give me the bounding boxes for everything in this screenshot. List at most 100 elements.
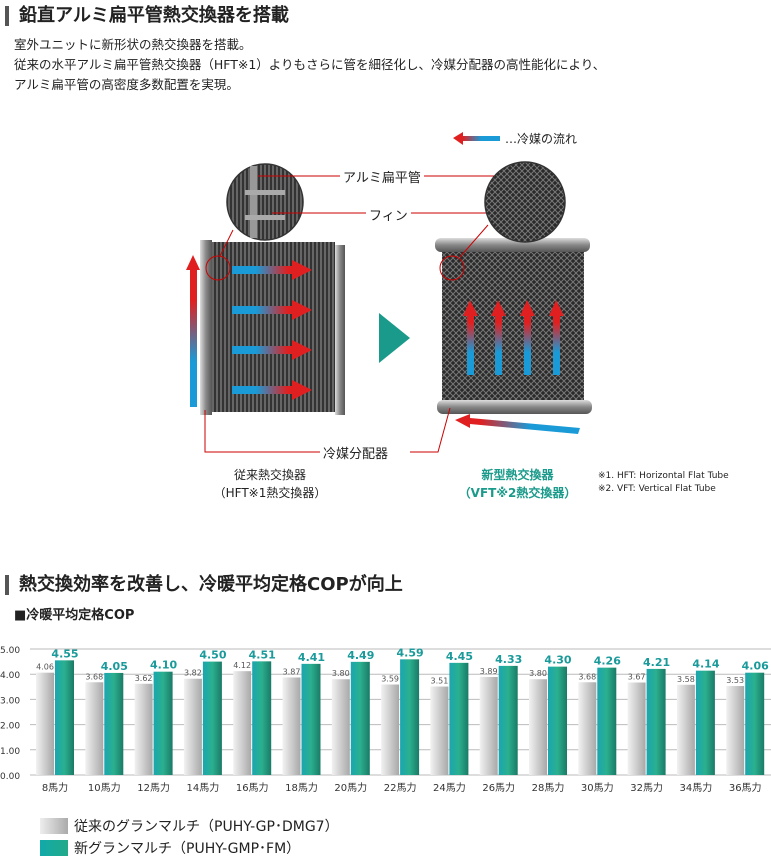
x-tick-label: 8馬力 xyxy=(42,781,68,794)
value-label-new: 4.59 xyxy=(397,646,424,659)
legend-swatch-old xyxy=(40,818,68,834)
bar-old xyxy=(430,686,449,775)
value-label-old: 3.80 xyxy=(529,669,547,678)
bar-new xyxy=(548,666,567,775)
bar-old xyxy=(578,682,597,775)
x-tick-label: 20馬力 xyxy=(334,781,367,794)
bar-old xyxy=(726,686,745,775)
bar-old xyxy=(183,678,202,775)
value-label-new: 4.05 xyxy=(101,660,128,673)
intro-line-3: アルミ扁平管の高密度多数配置を実現。 xyxy=(14,77,239,92)
bar-old xyxy=(331,679,350,775)
value-label-new: 4.41 xyxy=(298,651,325,664)
value-label-new: 4.55 xyxy=(51,647,78,660)
bar-old xyxy=(282,677,301,775)
new-heat-exchanger xyxy=(435,238,592,434)
y-tick-label: 2.00 xyxy=(0,722,20,732)
footnote-hft: ※1. HFT: Horizontal Flat Tube xyxy=(598,471,729,481)
value-label-new: 4.30 xyxy=(544,654,571,667)
value-label-old: 3.68 xyxy=(578,672,596,681)
value-label-old: 3.87 xyxy=(283,667,301,676)
bar-new xyxy=(449,662,469,775)
transition-arrow-icon xyxy=(379,313,410,363)
bar-new xyxy=(646,668,666,775)
value-label-old: 3.59 xyxy=(381,675,399,684)
value-label-old: 3.58 xyxy=(677,675,695,684)
value-label-old: 3.62 xyxy=(135,674,153,683)
value-label-old: 4.06 xyxy=(36,663,54,672)
x-tick-label: 26馬力 xyxy=(482,781,515,794)
value-label-new: 4.26 xyxy=(594,655,621,668)
label-aluminum-flat-tube: アルミ扁平管 xyxy=(340,167,424,186)
value-label-new: 4.51 xyxy=(249,648,276,661)
section-title-cop: 熱交換効率を改善し、冷暖平均定格COPが向上 xyxy=(5,575,403,595)
legend-new: 新グランマルチ（PUHY-GMP･FM） xyxy=(40,838,300,858)
x-tick-label: 32馬力 xyxy=(630,781,663,794)
bar-new xyxy=(301,663,321,775)
bar-new xyxy=(104,672,124,775)
new-exchanger-caption: 新型熱交換器（VFT※2熱交換器） xyxy=(458,468,577,500)
old-heat-exchanger xyxy=(186,240,345,415)
y-tick-label: 1.00 xyxy=(0,747,20,757)
bar-old xyxy=(529,679,547,775)
value-label-new: 4.50 xyxy=(199,649,226,662)
bar-old xyxy=(85,682,104,775)
bar-old xyxy=(36,672,54,775)
legend-old: 従来のグランマルチ（PUHY-GP･DMG7） xyxy=(40,816,339,836)
legend-swatch-new xyxy=(40,840,68,856)
value-label-old: 3.80 xyxy=(332,669,350,678)
heat-exchanger-diagram xyxy=(186,132,592,453)
x-tick-label: 22馬力 xyxy=(384,781,417,794)
bar-new xyxy=(400,659,420,775)
y-tick-label: 3.00 xyxy=(0,696,20,706)
x-tick-label: 16馬力 xyxy=(236,781,269,794)
bar-old xyxy=(479,676,498,775)
value-label-new: 4.21 xyxy=(643,656,670,669)
label-refrigerant-distributor: 冷媒分配器 xyxy=(320,443,392,462)
x-tick-label: 24馬力 xyxy=(433,781,466,794)
x-tick-label: 36馬力 xyxy=(729,781,762,794)
value-label-new: 4.10 xyxy=(150,659,177,672)
tube-zoom-circle xyxy=(226,163,304,241)
bar-new xyxy=(202,661,222,775)
x-tick-label: 10馬力 xyxy=(88,781,121,794)
x-tick-label: 12馬力 xyxy=(137,781,170,794)
bar-new xyxy=(597,667,617,775)
footnote-vft: ※2. VFT: Vertical Flat Tube xyxy=(598,484,716,494)
value-label-old: 3.89 xyxy=(480,667,498,676)
bar-new xyxy=(745,672,765,775)
bar-new xyxy=(153,671,173,775)
label-fin: フィン xyxy=(366,205,411,224)
value-label-new: 4.45 xyxy=(446,650,473,663)
cop-bar-chart: 5.004.003.002.001.000.004.064.558馬力3.684… xyxy=(0,646,771,794)
value-label-old: 3.68 xyxy=(85,672,103,681)
y-tick-label: 0.00 xyxy=(0,772,20,782)
value-label-old: 3.51 xyxy=(430,677,448,686)
value-label-new: 4.49 xyxy=(347,649,374,662)
x-tick-label: 34馬力 xyxy=(680,781,713,794)
section-title-heat-exchanger: 鉛直アルミ扁平管熱交換器を搭載 xyxy=(5,6,289,26)
chart-title: ■冷暖平均定格COP xyxy=(14,608,135,623)
bar-old xyxy=(627,682,646,775)
x-tick-label: 14馬力 xyxy=(187,781,220,794)
old-exchanger-caption: 従来熱交換器（HFT※1熱交換器） xyxy=(213,468,327,500)
value-label-old: 3.67 xyxy=(628,673,646,682)
value-label-new: 4.33 xyxy=(495,653,522,666)
flow-legend-arrow-icon xyxy=(453,132,500,145)
y-tick-label: 4.00 xyxy=(0,671,20,681)
bar-new xyxy=(695,670,715,775)
value-label-old: 3.82 xyxy=(184,669,202,678)
value-label-old: 4.12 xyxy=(233,661,251,670)
bar-new xyxy=(350,661,370,775)
bar-new xyxy=(55,660,74,775)
bar-new xyxy=(498,665,518,775)
bar-old xyxy=(381,684,400,775)
y-tick-label: 5.00 xyxy=(0,646,20,656)
x-tick-label: 18馬力 xyxy=(285,781,318,794)
x-tick-label: 28馬力 xyxy=(532,781,565,794)
intro-line-1: 室外ユニットに新形状の熱交換器を搭載。 xyxy=(14,37,252,52)
intro-line-2: 従来の水平アルミ扁平管熱交換器（HFT※1）よりもさらに管を細径化し、冷媒分配器… xyxy=(14,57,606,72)
bar-old xyxy=(134,683,153,775)
value-label-old: 3.53 xyxy=(726,676,744,685)
x-tick-label: 30馬力 xyxy=(581,781,614,794)
